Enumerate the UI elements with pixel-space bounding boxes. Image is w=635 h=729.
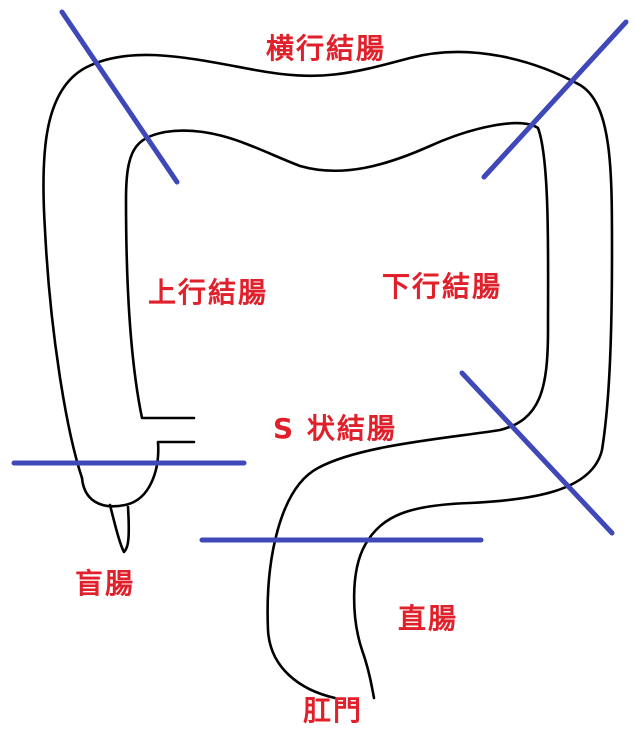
label-transverse-colon: 横行結腸: [266, 32, 386, 65]
label-sigmoid-colon: S 状結腸: [273, 412, 397, 445]
label-anus: 肛門: [303, 694, 363, 727]
label-rectum: 直腸: [398, 602, 458, 635]
colon-inner-outline: [124, 121, 550, 700]
appendix-outline: [108, 503, 131, 554]
divider-descending-sigmoid: [459, 370, 615, 536]
label-descending-colon: 下行結腸: [382, 270, 502, 303]
divider-ascending-transverse: [59, 9, 180, 185]
colon-outer-outline: [42, 50, 614, 700]
cecum-outline: [80, 440, 196, 508]
divider-transverse-descending: [481, 19, 629, 180]
label-cecum: 盲腸: [75, 567, 135, 600]
label-ascending-colon: 上行結腸: [148, 276, 268, 309]
